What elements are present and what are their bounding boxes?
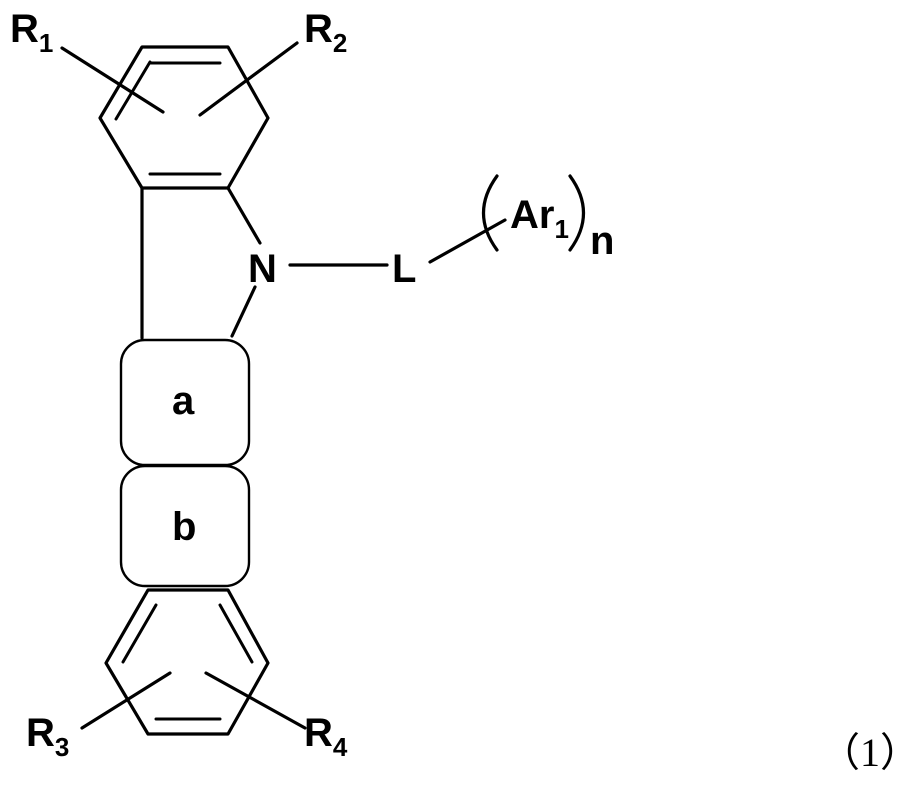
right-parenthesis (570, 176, 584, 250)
upper-ring-outline (100, 47, 268, 188)
ring-a-label: a (172, 379, 195, 423)
aryl-label: Ar1 (510, 193, 569, 244)
lower-ring-outline (106, 590, 268, 734)
linker-label: L (392, 247, 416, 291)
pyrrole-upper-n-bond (228, 188, 260, 243)
lower-benzene-ring (106, 590, 268, 734)
r2-label: R2 (304, 7, 347, 58)
formula-number: （1） (820, 730, 920, 775)
lower-ring-double-bond-right (220, 605, 252, 662)
r1-label: R1 (10, 7, 53, 58)
left-parenthesis (484, 176, 498, 250)
multiplier-label: n (590, 219, 614, 263)
pyrrole-lower-n-bond (232, 287, 255, 336)
r2-bond (200, 43, 297, 115)
l-ar-bond (430, 220, 505, 262)
r3-label: R3 (26, 711, 69, 762)
upper-benzene-ring (100, 47, 268, 188)
five-membered-ring (142, 188, 260, 338)
ring-b-label: b (172, 505, 196, 549)
r1-bond (62, 48, 163, 112)
r4-label: R4 (304, 711, 348, 762)
upper-ring-double-bond-left (116, 62, 150, 119)
lower-ring-double-bond-left (123, 605, 156, 662)
nitrogen-label: N (248, 247, 277, 291)
